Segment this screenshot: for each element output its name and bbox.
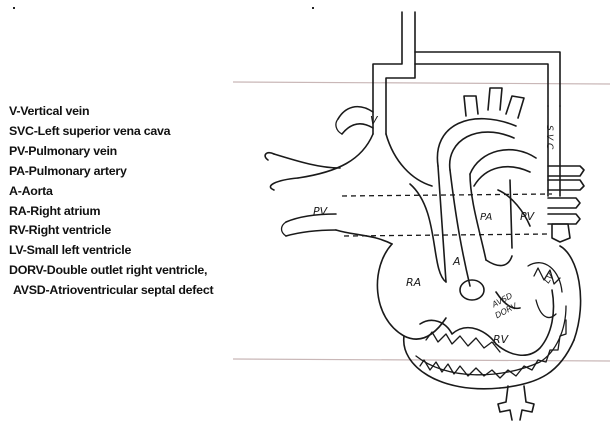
descending-vessel	[498, 386, 534, 420]
left-pulmonary-veins	[265, 134, 432, 244]
label-pv-left: PV	[313, 205, 329, 218]
scan-speck	[13, 7, 15, 9]
label-pa: PA	[480, 212, 493, 223]
paper-rule-top	[233, 82, 610, 84]
label-pv-right: PV	[520, 210, 536, 223]
label-a: A	[452, 255, 461, 268]
label-svc-v: V	[544, 134, 554, 141]
pulmonary-artery	[470, 150, 536, 266]
label-svc-c: C	[544, 143, 554, 150]
left-superior-vena-cava	[548, 106, 560, 196]
label-rv: RV	[493, 333, 510, 346]
label-ra: RA	[406, 276, 421, 289]
label-v: V	[370, 114, 379, 127]
right-pulmonary-veins	[548, 166, 584, 242]
ventricles	[404, 246, 581, 389]
right-atrium	[377, 184, 446, 339]
scan-speck	[312, 7, 314, 9]
label-svc-s: S	[544, 125, 554, 131]
